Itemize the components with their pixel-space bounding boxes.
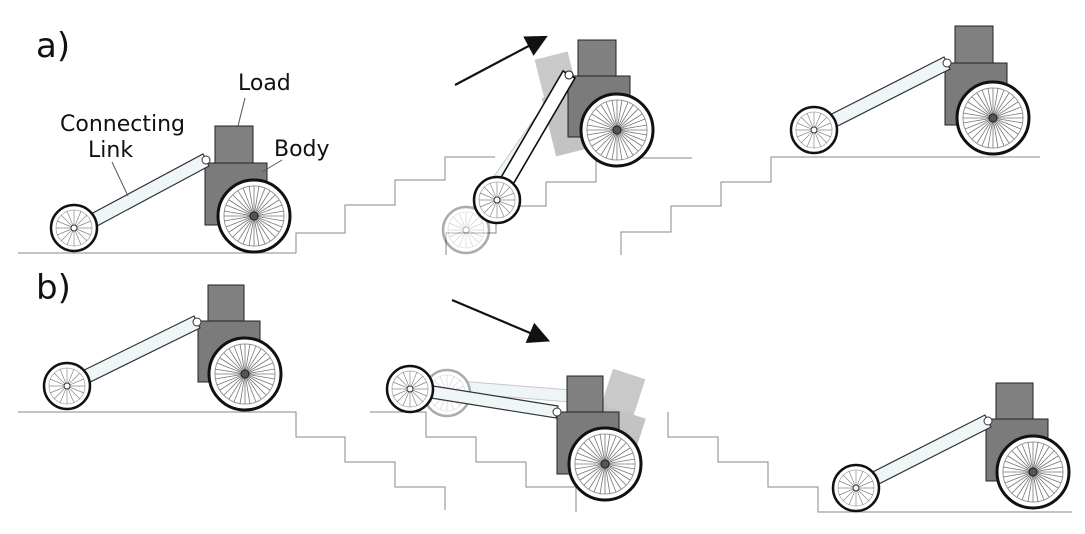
row-a-frame-3	[620, 25, 1040, 255]
load-block	[566, 375, 604, 413]
row-b-frame-2	[370, 298, 646, 512]
load-block	[577, 39, 617, 77]
label-link: Link	[88, 138, 133, 163]
rear-wheel	[207, 336, 283, 412]
rear-wheel	[567, 426, 643, 502]
motion-arrow	[454, 35, 548, 86]
row-a-frame-1: Load Connecting Link Body	[18, 71, 495, 254]
link-pivot	[564, 70, 574, 80]
motion-arrow	[451, 298, 551, 343]
link-pivot	[192, 317, 202, 327]
rear-wheel	[955, 80, 1031, 156]
load-block	[995, 382, 1034, 420]
rear-wheel	[579, 92, 655, 168]
link-pivot	[983, 416, 993, 426]
front-wheel	[472, 175, 522, 225]
panel-label-a: a)	[36, 26, 70, 66]
front-wheel	[42, 361, 92, 411]
link-pivot	[552, 407, 562, 417]
front-wheel	[789, 105, 839, 155]
panel-label-b: b)	[36, 268, 71, 308]
load-block	[214, 125, 254, 164]
row-b-frame-3	[667, 382, 1072, 513]
stairs	[295, 156, 495, 253]
load-leader	[237, 97, 246, 127]
front-wheel	[49, 203, 99, 253]
label-connecting: Connecting	[60, 112, 185, 137]
row-a-frame-2	[441, 35, 692, 255]
rear-wheel	[216, 178, 292, 254]
stairs	[620, 156, 1040, 255]
link-pivot	[201, 155, 211, 165]
label-body: Body	[274, 137, 330, 162]
load-block	[207, 284, 245, 322]
stairs	[667, 412, 1072, 513]
label-load: Load	[238, 71, 291, 96]
stairs	[370, 411, 577, 512]
stairs	[18, 411, 446, 510]
rear-wheel	[995, 434, 1071, 510]
link-pivot	[942, 58, 952, 68]
body-leader	[261, 159, 283, 173]
load-block	[954, 25, 994, 64]
row-b-frame-1	[18, 284, 446, 510]
link-leader	[111, 161, 129, 197]
front-wheel	[831, 463, 881, 513]
front-wheel	[385, 364, 435, 414]
